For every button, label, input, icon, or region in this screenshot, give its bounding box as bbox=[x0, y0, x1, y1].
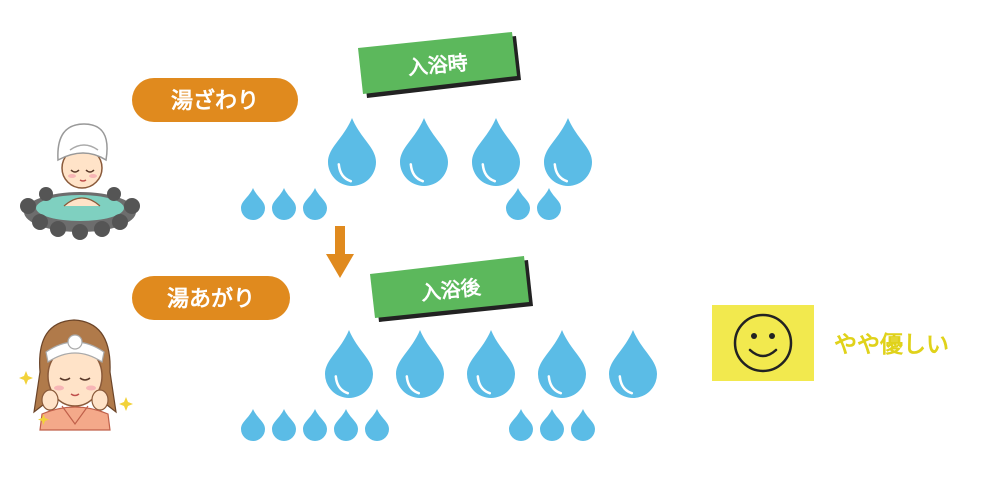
large-drop bbox=[396, 330, 444, 398]
large-drop bbox=[609, 330, 657, 398]
small-drop bbox=[272, 409, 296, 441]
large-drop bbox=[400, 118, 448, 186]
small-drop bbox=[303, 409, 327, 441]
pill-label-before: 湯ざわり bbox=[132, 78, 298, 122]
large-drop bbox=[328, 118, 376, 186]
drop-highlight bbox=[405, 375, 421, 395]
small-drop bbox=[571, 409, 595, 441]
pill-label-after: 湯あがり bbox=[132, 276, 290, 320]
drop-highlight bbox=[618, 375, 634, 395]
large-drop bbox=[325, 330, 373, 398]
drops-before bbox=[241, 118, 592, 220]
rating-label: やや優しい bbox=[834, 332, 949, 358]
down-arrow-icon bbox=[326, 226, 354, 278]
small-drop bbox=[537, 188, 561, 220]
small-drop bbox=[272, 188, 296, 220]
drop-highlight bbox=[547, 375, 563, 395]
small-drop bbox=[241, 188, 265, 220]
drop-highlight bbox=[409, 163, 425, 183]
bather-in-hot-spring-icon bbox=[20, 123, 140, 240]
drops-after bbox=[241, 330, 657, 441]
drop-highlight bbox=[337, 163, 353, 183]
small-drop bbox=[303, 188, 327, 220]
smiley-face-icon bbox=[733, 313, 793, 373]
person-after-bath-icon bbox=[19, 319, 133, 431]
large-drop bbox=[472, 118, 520, 186]
small-drop bbox=[334, 409, 358, 441]
tag-before: 入浴時 bbox=[358, 32, 521, 98]
rating-box bbox=[712, 305, 814, 381]
small-drop bbox=[365, 409, 389, 441]
small-drop bbox=[509, 409, 533, 441]
pill-label-after-text: 湯あがり bbox=[167, 286, 255, 312]
large-drop bbox=[544, 118, 592, 186]
drop-highlight bbox=[481, 163, 497, 183]
tag-after: 入浴後 bbox=[370, 256, 533, 322]
pill-label-before-text: 湯ざわり bbox=[171, 88, 259, 114]
drop-highlight bbox=[476, 375, 492, 395]
rating: やや優しい bbox=[712, 305, 949, 381]
stage-before: 湯ざわり 入浴時 bbox=[20, 32, 592, 240]
drop-highlight bbox=[553, 163, 569, 183]
large-drop bbox=[538, 330, 586, 398]
small-drop bbox=[506, 188, 530, 220]
small-drop bbox=[241, 409, 265, 441]
drop-highlight bbox=[334, 375, 350, 395]
tag-before-text: 入浴時 bbox=[407, 50, 469, 79]
large-drop bbox=[467, 330, 515, 398]
small-drop bbox=[540, 409, 564, 441]
stage-after: 湯あがり 入浴後 bbox=[19, 256, 657, 441]
